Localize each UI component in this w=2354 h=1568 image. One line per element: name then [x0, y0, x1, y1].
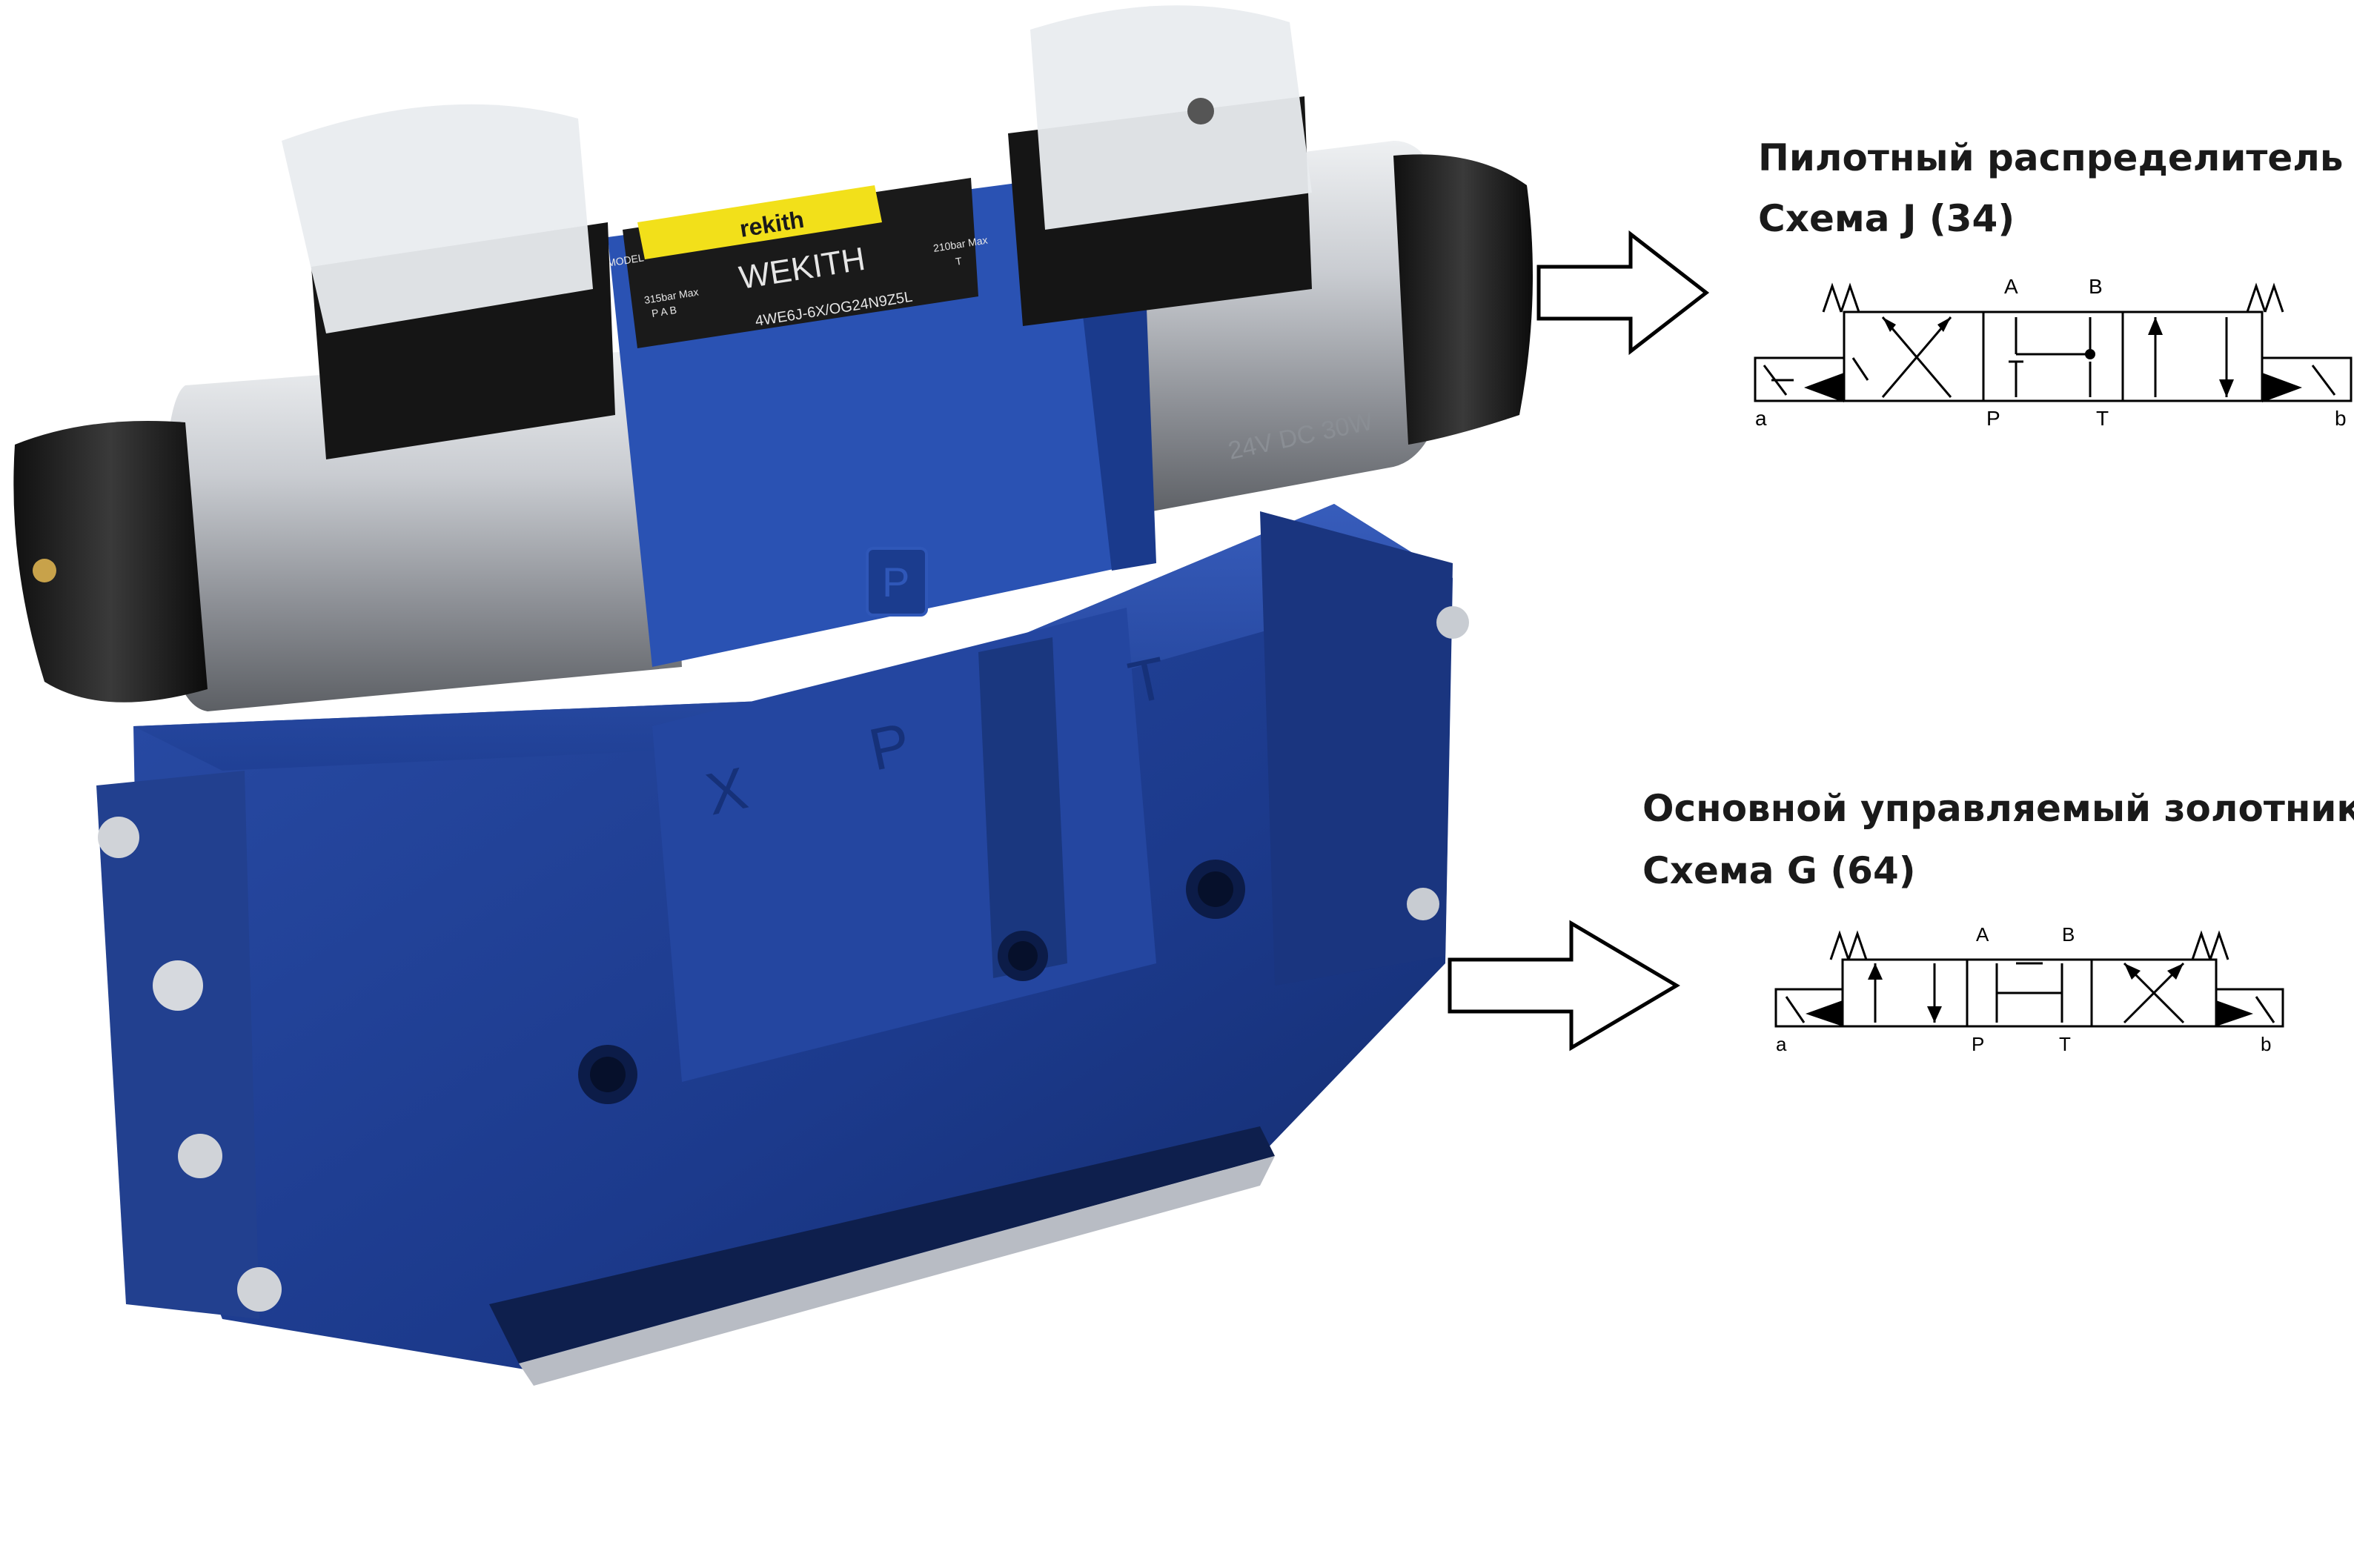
- main-port-A: A: [1976, 923, 1989, 946]
- arrow-to-main-scheme: [1448, 920, 1680, 1052]
- label-ports-left: P A B: [651, 304, 677, 319]
- main-hydraulic-symbol: a A B P T b: [1774, 923, 2284, 1055]
- connector-right: [1030, 5, 1312, 230]
- pilot-port-a-left: a: [1755, 407, 1767, 430]
- pilot-port-b-right: b: [2335, 407, 2347, 430]
- label-model: MODEL: [606, 251, 645, 269]
- arrow-to-pilot-scheme: [1536, 230, 1710, 356]
- pilot-mark-p: P: [882, 559, 909, 605]
- pilot-port-A: A: [2004, 275, 2018, 298]
- pilot-port-T: T: [2096, 407, 2109, 430]
- main-port-a-left: a: [1776, 1033, 1787, 1055]
- pilot-port-B: B: [2089, 275, 2103, 298]
- pilot-valve: rekith WEKITH MODEL 4WE6J-6X/OG24N9Z5L 3…: [13, 5, 1533, 711]
- main-port-b-right: b: [2261, 1033, 2271, 1055]
- pilot-title: Пилотный распределитель: [1758, 136, 2344, 179]
- main-port-T: T: [2059, 1033, 2071, 1055]
- main-scheme-title: Схема G (64): [1642, 849, 1916, 892]
- label-port-right: T: [955, 255, 963, 268]
- valve-photo: X P T rekith WEKITH MODEL 4WE6J-6X/OG24N…: [13, 5, 1533, 1386]
- main-valve-body: X P T: [96, 504, 1469, 1386]
- main-port-P: P: [1972, 1033, 1984, 1055]
- main-port-B: B: [2062, 923, 2075, 946]
- knob-left: [13, 421, 208, 702]
- pilot-scheme-title: Схема J (34): [1758, 197, 2015, 240]
- main-title: Основной управляемый золотник: [1642, 787, 2354, 830]
- knob-right: [1393, 154, 1533, 445]
- pilot-hydraulic-symbol: a A B P T b: [1754, 275, 2353, 430]
- pilot-port-P: P: [1986, 407, 2000, 430]
- connector-left: [282, 104, 593, 333]
